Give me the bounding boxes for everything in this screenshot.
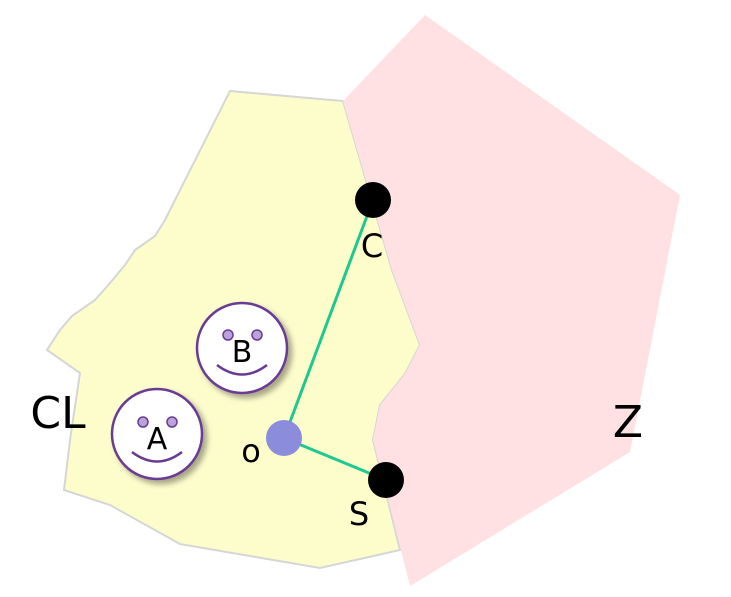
face-b-left-eye	[222, 329, 234, 341]
region-z	[343, 15, 680, 586]
connector-o-to-c	[282, 199, 375, 439]
point-s-label: S	[349, 495, 369, 533]
face-a-mouth	[131, 450, 183, 463]
face-b	[195, 301, 289, 395]
region-cl-label: CL	[30, 388, 86, 439]
point-o-label: o	[241, 432, 261, 470]
point-s	[368, 462, 404, 498]
region-z-label: Z	[613, 397, 643, 448]
face-b-label: B	[232, 335, 253, 370]
face-a	[110, 387, 204, 481]
face-b-mouth	[216, 363, 268, 376]
point-o	[266, 420, 302, 456]
face-a-label: A	[147, 422, 168, 457]
connector-o-to-s	[283, 436, 387, 482]
point-c	[355, 182, 391, 218]
face-a-circle	[110, 387, 204, 481]
face-a-right-eye	[166, 416, 178, 428]
point-c-label: C	[361, 227, 383, 265]
face-b-right-eye	[251, 329, 263, 341]
face-a-left-eye	[137, 416, 149, 428]
face-b-circle	[195, 301, 289, 395]
